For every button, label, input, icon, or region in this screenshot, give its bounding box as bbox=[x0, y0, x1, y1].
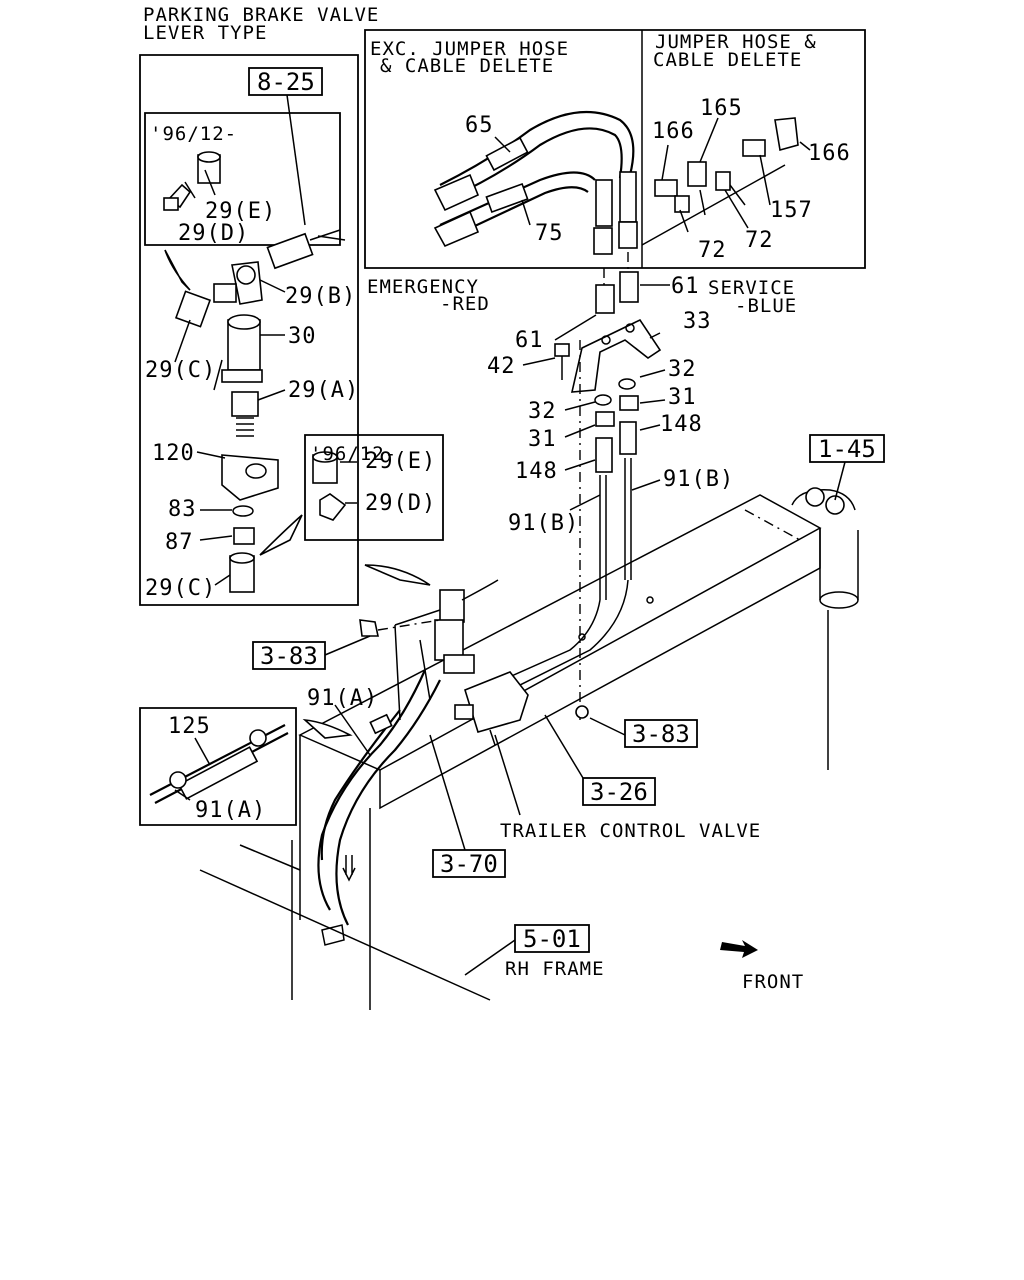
callout-31-b: 31 bbox=[668, 385, 697, 410]
callout-166-a: 166 bbox=[652, 119, 695, 144]
callout-31-a: 31 bbox=[528, 427, 557, 452]
jumper-hose-inset bbox=[364, 29, 866, 269]
callout-29a: 29(A) bbox=[288, 378, 359, 403]
label-emergency-2: -RED bbox=[440, 293, 490, 315]
callout-61-a: 61 bbox=[515, 328, 544, 353]
callout-29e-a: 29(E) bbox=[205, 199, 276, 224]
callout-33: 33 bbox=[683, 309, 712, 334]
callout-125: 125 bbox=[168, 714, 211, 739]
header-exc-jumper-2: & CABLE DELETE bbox=[380, 55, 554, 77]
ref-8-25-text: 8-25 bbox=[257, 68, 315, 96]
callout-148-b: 148 bbox=[660, 412, 703, 437]
callout-42: 42 bbox=[487, 354, 516, 379]
ref-box-5-01[interactable]: 5-01 bbox=[514, 924, 590, 953]
callout-29d-a: 29(D) bbox=[178, 221, 249, 246]
callout-29d-b: 29(D) bbox=[365, 491, 436, 516]
label-trailer-control-valve: TRAILER CONTROL VALVE bbox=[500, 820, 761, 842]
label-service-1: SERVICE bbox=[708, 277, 795, 299]
ref-3-70-text: 3-70 bbox=[440, 850, 498, 878]
callout-91b-b: 91(B) bbox=[663, 467, 734, 492]
callout-30: 30 bbox=[288, 324, 317, 349]
ref-3-83-lower-text: 3-83 bbox=[632, 720, 690, 748]
label-service-2: -BLUE bbox=[735, 295, 797, 317]
callout-166-b: 166 bbox=[808, 141, 851, 166]
inset-date-top: '96/12- bbox=[150, 123, 237, 145]
callout-91b-a: 91(B) bbox=[508, 511, 579, 536]
ref-box-3-26[interactable]: 3-26 bbox=[582, 777, 656, 806]
callout-72-b: 72 bbox=[745, 228, 774, 253]
hose-detail-inset bbox=[139, 707, 297, 826]
ref-box-3-83-lower[interactable]: 3-83 bbox=[624, 719, 698, 748]
ref-5-01-text: 5-01 bbox=[523, 925, 581, 953]
header-jumper-1: JUMPER HOSE & bbox=[655, 31, 817, 53]
ref-box-3-70[interactable]: 3-70 bbox=[432, 849, 506, 878]
callout-91a-a: 91(A) bbox=[307, 686, 378, 711]
inset-date-right: '96/12- bbox=[310, 443, 397, 465]
callout-65: 65 bbox=[465, 113, 494, 138]
callout-120: 120 bbox=[152, 441, 195, 466]
callout-72-a: 72 bbox=[698, 238, 727, 263]
callout-29c-a: 29(C) bbox=[145, 358, 216, 383]
leader-lines bbox=[174, 117, 846, 976]
ref-box-1-45[interactable]: 1-45 bbox=[809, 434, 885, 463]
header-exc-jumper-1: EXC. JUMPER HOSE bbox=[370, 38, 569, 60]
header-jumper-2: CABLE DELETE bbox=[653, 49, 802, 71]
callout-87: 87 bbox=[165, 530, 194, 555]
label-front: FRONT bbox=[742, 971, 804, 993]
callout-157: 157 bbox=[770, 198, 813, 223]
ref-box-3-83-upper[interactable]: 3-83 bbox=[252, 641, 326, 670]
callout-75: 75 bbox=[535, 221, 564, 246]
callout-29b: 29(B) bbox=[285, 284, 356, 309]
callout-165: 165 bbox=[700, 96, 743, 121]
callout-29e-b: 29(E) bbox=[365, 449, 436, 474]
truck-frame bbox=[199, 487, 859, 1010]
callout-32-a: 32 bbox=[528, 399, 557, 424]
ref-1-45-text: 1-45 bbox=[818, 435, 876, 463]
callout-91a-b: 91(A) bbox=[195, 798, 266, 823]
callout-29c-b: 29(C) bbox=[145, 576, 216, 601]
ref-3-26-text: 3-26 bbox=[590, 778, 648, 806]
front-arrow-icon bbox=[720, 940, 758, 958]
callout-148-a: 148 bbox=[515, 459, 558, 484]
header-parking-brake-2: LEVER TYPE bbox=[143, 22, 267, 44]
header-parking-brake-1: PARKING BRAKE VALVE bbox=[143, 4, 379, 26]
parking-brake-inset bbox=[139, 54, 444, 606]
label-rh-frame: RH FRAME bbox=[505, 958, 605, 980]
ref-3-83-upper-text: 3-83 bbox=[260, 642, 318, 670]
center-assembly bbox=[302, 252, 662, 946]
callout-61-b: 61 bbox=[671, 274, 700, 299]
callout-83: 83 bbox=[168, 497, 197, 522]
label-emergency-1: EMERGENCY bbox=[367, 276, 479, 298]
callout-32-b: 32 bbox=[668, 357, 697, 382]
ref-box-8-25[interactable]: 8-25 bbox=[248, 67, 323, 96]
